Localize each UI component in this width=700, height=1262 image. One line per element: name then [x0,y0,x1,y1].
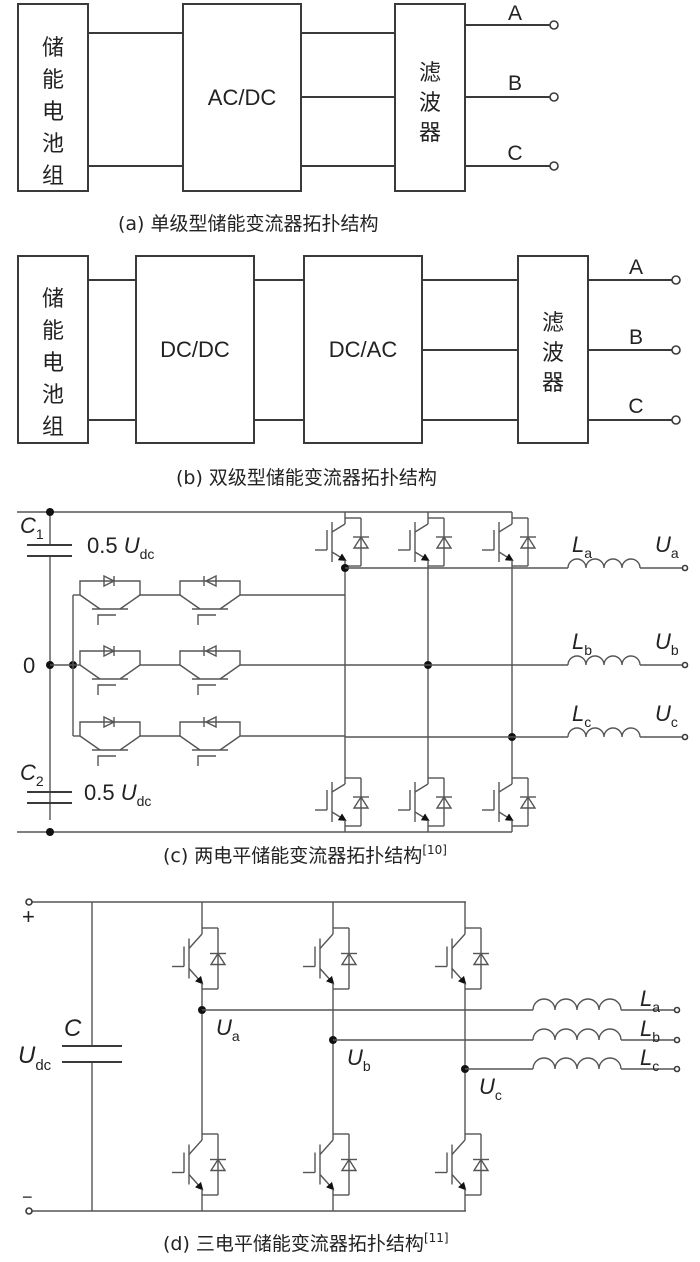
igbt-lower-2 [398,772,453,832]
inductor-label-d-c: Lc [640,1045,659,1074]
bridge-legs [315,512,537,832]
bidir-switch [179,715,241,766]
igbt-upper-3 [482,512,537,572]
igbt-upper-d-2 [303,922,358,995]
igbt-lower-3 [482,772,537,832]
voltage-label-b: Ub [655,629,679,658]
plus-terminal [25,898,33,906]
filter-block-b [517,255,589,444]
midpoint-label: 0 [23,653,35,678]
inductor-label-d-b: Lb [640,1016,660,1045]
inductor-a [567,558,641,569]
inductor-label-a: La [572,532,592,561]
igbt-lower-1 [315,772,370,832]
terminal-a [549,20,559,30]
igbt-lower-d-1 [172,1128,227,1201]
caption-b: (b) 双级型储能变流器拓扑结构 [176,467,437,489]
panel-a: AC/DC A B C (a) 单级型储能变流器拓扑结构 储能电池组 滤波器 [17,2,559,235]
igbt-upper-d-1 [172,922,227,995]
c2-value: 0.5 Udc [84,780,151,809]
inductor-b [567,655,641,666]
bidir-switch [79,715,141,766]
inductor-d-b [532,1028,622,1041]
dcdc-block [135,255,255,444]
node-label-a: Ua [216,1015,240,1044]
bidirectional-switches [73,574,345,766]
output-label-a-b: A [629,256,643,279]
acdc-label: AC/DC [208,85,277,110]
terminal-b [549,92,559,102]
battery-label: 储能电池组 [42,36,64,189]
output-label-c: C [507,142,522,165]
c1-label: C1 [20,513,44,542]
terminal-a-b [671,275,681,285]
voltage-label-a: Ua [655,532,679,561]
inductor-d-c [532,1057,622,1070]
output-label-b: B [508,72,522,95]
inductor-label-b: Lb [572,629,592,658]
inductor-label-d-a: La [640,986,660,1015]
bidir-switch [179,574,241,625]
caption-c: (c) 两电平储能变流器拓扑结构[10] [163,843,447,867]
inductor-c [567,727,641,738]
bidir-switch [179,644,241,695]
caption-a: (a) 单级型储能变流器拓扑结构 [118,213,379,235]
plus-sign: + [22,904,35,929]
filter-block [394,3,466,192]
minus-terminal [25,1207,33,1215]
inductor-d-a [532,998,622,1011]
battery-block [17,3,89,192]
bidir-switch [79,574,141,625]
acdc-block [182,3,302,192]
output-label-b-b: B [629,326,643,349]
node-label-c: Uc [479,1074,502,1103]
dcac-label: DC/AC [329,337,398,362]
igbt-lower-d-3 [435,1128,490,1201]
filter-label: 滤波器 [419,61,441,146]
terminal-c [549,161,559,171]
bidir-switch [79,644,141,695]
igbt-upper-1 [315,512,370,572]
voltage-label-c: Uc [655,701,678,730]
caption-d: (d) 三电平储能变流器拓扑结构[11] [163,1231,449,1255]
battery-label-b: 储能电池组 [42,287,64,440]
inductor-label-c: Lc [572,701,591,730]
capacitor-label: C [64,1015,82,1042]
output-label-a: A [508,2,522,25]
minus-sign: − [22,1187,33,1207]
udc-label: Udc [18,1042,52,1074]
panel-b: DC/DC DC/AC A B C (b) 双级型储能变流器拓扑结构 储能电池组… [17,255,681,489]
battery-block-b [17,255,89,444]
output-label-c-b: C [628,395,643,418]
terminal-b-b [671,345,681,355]
igbt-upper-d-3 [435,922,490,995]
c2-label: C2 [20,760,44,789]
node-label-b: Ub [347,1045,371,1074]
igbt-lower-d-2 [303,1128,358,1201]
igbt-upper-2 [398,512,453,572]
dcdc-label: DC/DC [160,337,230,362]
terminal-c-b [671,415,681,425]
filter-label-b: 滤波器 [542,311,564,396]
c1-value: 0.5 Udc [87,533,154,562]
